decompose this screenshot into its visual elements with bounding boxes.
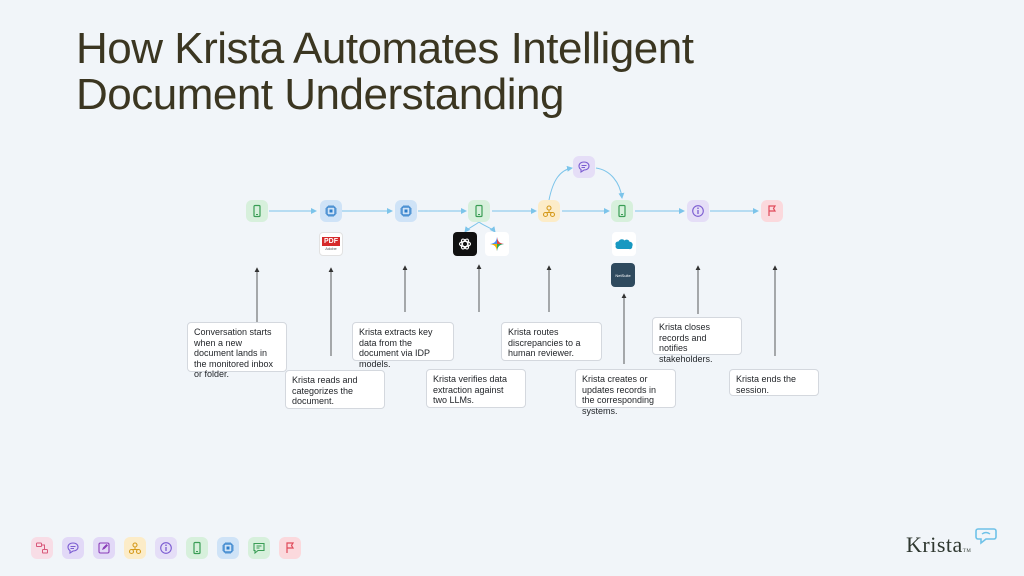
- callout-end: Krista ends the session.: [729, 369, 819, 396]
- callout-extract: Krista extracts key data from the docume…: [352, 322, 454, 369]
- node-verify: [468, 200, 490, 222]
- chip-icon: [222, 542, 234, 554]
- netsuite-logo-label: NetSuite: [615, 272, 631, 278]
- gemini-sparkle-icon: [490, 237, 504, 251]
- callout-update: Krista creates or updates records in the…: [575, 369, 676, 416]
- node-reviewer: [573, 156, 595, 178]
- callout-notify: Krista closes records and notifies stake…: [652, 317, 742, 364]
- legend-message: [248, 537, 270, 559]
- edit-icon: [98, 542, 110, 554]
- chat-bubble-icon: [578, 161, 590, 174]
- icon-legend: [31, 537, 301, 559]
- node-extract: [395, 200, 417, 222]
- callout-verify: Krista verifies data extraction against …: [426, 369, 526, 408]
- workflow-icon: [36, 542, 48, 554]
- chat-bubble-icon: [67, 542, 79, 555]
- callout-route: Krista routes discrepancies to a human r…: [501, 322, 602, 361]
- phone-icon: [618, 204, 626, 218]
- openai-icon: [458, 238, 472, 250]
- legend-org-chart: [124, 537, 146, 559]
- info-icon: [160, 542, 172, 554]
- gemini-logo: [485, 232, 509, 256]
- page-title-line-1: How Krista Automates Intelligent: [76, 24, 694, 73]
- phone-icon: [253, 204, 261, 218]
- flag-icon: [768, 205, 777, 216]
- page-title-line-2: Document Understanding: [76, 70, 564, 119]
- krista-logo-tm: TM: [962, 549, 972, 554]
- netsuite-logo: NetSuite: [611, 263, 635, 287]
- node-read: [320, 200, 342, 222]
- node-end: [761, 200, 783, 222]
- node-route: [538, 200, 560, 222]
- legend-phone: [186, 537, 208, 559]
- flow-lines: [269, 165, 759, 233]
- pointer-lines: [254, 264, 778, 364]
- org-chart-icon: [542, 205, 556, 218]
- chip-icon: [325, 205, 337, 217]
- legend-chip: [217, 537, 239, 559]
- legend-edit: [93, 537, 115, 559]
- salesforce-cloud-icon: [615, 239, 633, 250]
- node-start: [246, 200, 268, 222]
- page-title: How Krista Automates Intelligent Documen…: [76, 26, 836, 118]
- node-update: [611, 200, 633, 222]
- krista-logo-text: Krista: [906, 532, 963, 557]
- pdf-logo: PDF Adobe: [319, 232, 343, 256]
- openai-logo: [453, 232, 477, 256]
- krista-logo: KristaTM: [906, 532, 971, 558]
- callout-read: Krista reads and categorizes the documen…: [285, 370, 385, 409]
- message-icon: [253, 542, 265, 555]
- legend-chat: [62, 537, 84, 559]
- legend-info: [155, 537, 177, 559]
- info-icon: [692, 205, 704, 217]
- krista-bubble-icon: [975, 528, 997, 545]
- phone-icon: [193, 541, 201, 555]
- salesforce-logo: [612, 232, 636, 256]
- legend-workflow: [31, 537, 53, 559]
- flag-icon: [286, 542, 295, 553]
- phone-icon: [475, 204, 483, 218]
- pdf-logo-label: PDF: [322, 236, 340, 246]
- pdf-logo-sub: Adobe: [325, 245, 337, 251]
- chip-icon: [400, 205, 412, 217]
- org-chart-icon: [128, 542, 142, 555]
- legend-flag: [279, 537, 301, 559]
- callout-start: Conversation starts when a new document …: [187, 322, 287, 379]
- node-notify: [687, 200, 709, 222]
